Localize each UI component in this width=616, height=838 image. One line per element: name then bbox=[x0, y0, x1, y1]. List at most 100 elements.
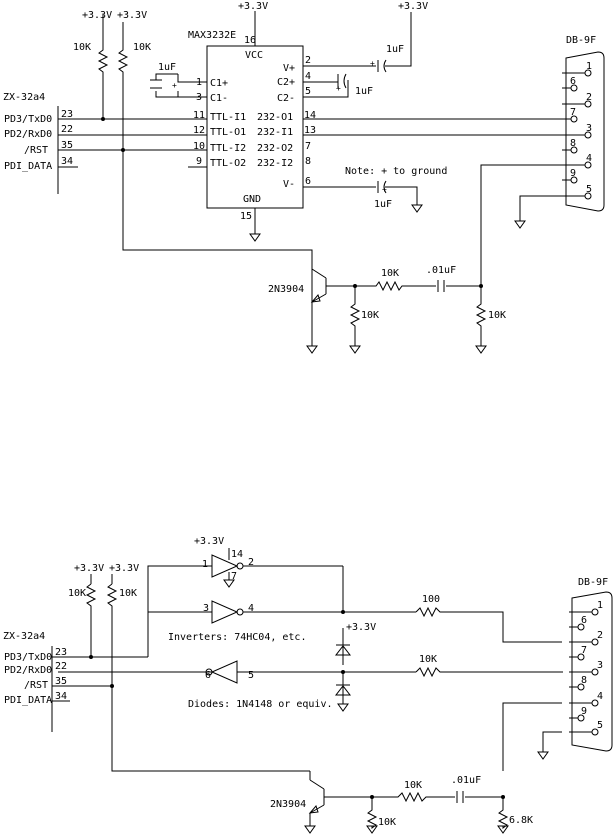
capacitor-c2: 1uF + bbox=[303, 73, 373, 98]
pin-name: C1+ bbox=[210, 78, 228, 89]
pin-number: 5 bbox=[305, 86, 311, 97]
db9-pin-number: 9 bbox=[570, 168, 576, 179]
note-text: Note: + to ground bbox=[345, 166, 447, 177]
ground-symbol bbox=[249, 233, 261, 242]
pin-name: GND bbox=[243, 194, 261, 205]
diode-symbol bbox=[334, 685, 352, 696]
resistor-label: 10K bbox=[361, 310, 379, 321]
supply-label: +3.3V bbox=[398, 1, 428, 12]
supply-label: +3.3V bbox=[238, 1, 268, 12]
db9-pin-number: 8 bbox=[570, 138, 576, 149]
db9-pin-number: 8 bbox=[581, 675, 587, 686]
max3232e-chip: MAX3232E +3.3V 16 VCC GND 15 1 C1+ 3 C1-… bbox=[188, 1, 316, 242]
capacitor-label: 1uF bbox=[386, 44, 404, 55]
pin-number: 22 bbox=[61, 124, 73, 135]
pin-number: 7 bbox=[231, 571, 237, 582]
resistor-label: 10K bbox=[378, 817, 396, 828]
db9-pin-number: 1 bbox=[586, 61, 592, 72]
signal-name: PD3/TxD0 bbox=[4, 114, 52, 125]
signal-name: PD3/TxD0 bbox=[4, 652, 52, 663]
transistor-circuit-1: 2N3904 10K .01uF 10K 10K bbox=[268, 264, 506, 354]
note-text: Diodes: 1N4148 or equiv. bbox=[188, 699, 333, 710]
resistor-label: 10K bbox=[419, 654, 437, 665]
svg-text:+: + bbox=[172, 81, 177, 90]
pin-name: VCC bbox=[245, 50, 263, 61]
db9-pin-number: 4 bbox=[586, 153, 592, 164]
supply-label: +3.3V bbox=[346, 622, 376, 633]
pin-name: V+ bbox=[283, 63, 295, 74]
pin-name: TTL-I1 bbox=[210, 112, 246, 123]
db9-pin-number: 6 bbox=[570, 76, 576, 87]
db9-pin-number: 9 bbox=[581, 706, 587, 717]
pin-name: 232-O1 bbox=[257, 112, 293, 123]
module-name: ZX-32a4 bbox=[3, 631, 45, 642]
pin-name: TTL-I2 bbox=[210, 143, 246, 154]
chip-name: MAX3232E bbox=[188, 30, 236, 41]
resistor-label: 6.8K bbox=[509, 815, 533, 826]
inverter-symbol bbox=[211, 554, 239, 578]
ground-symbol bbox=[514, 220, 526, 229]
schematic-1: +3.3V 10K +3.3V 10K MAX3232E +3.3V 16 VC… bbox=[3, 1, 605, 354]
pin-number: 35 bbox=[61, 140, 73, 151]
resistor-label: 10K bbox=[68, 588, 86, 599]
inverter-symbol bbox=[211, 600, 239, 624]
resistor-label: 10K bbox=[404, 780, 422, 791]
pin-name: 232-I1 bbox=[257, 127, 293, 138]
pin-number: 16 bbox=[244, 35, 256, 46]
pin-number: 34 bbox=[55, 691, 67, 702]
supply-label: +3.3V bbox=[117, 10, 147, 21]
zx-32a4-header-2: ZX-32a4 PD3/TxD0 23 PD2/RxD0 22 /RST 35 … bbox=[3, 631, 148, 732]
db9-pin-number: 2 bbox=[586, 92, 592, 103]
pin-name: C1- bbox=[210, 93, 228, 104]
transistor-circuit-2: 2N3904 10K .01uF 10K 6.8K bbox=[270, 771, 533, 834]
pin-number: 1 bbox=[202, 559, 208, 570]
capacitor-c1: 1uF + bbox=[150, 62, 207, 98]
signal-name: /RST bbox=[24, 680, 48, 691]
pin-number: 14 bbox=[304, 110, 316, 121]
module-name: ZX-32a4 bbox=[3, 92, 45, 103]
db9-shell bbox=[571, 591, 613, 752]
pin-number: 35 bbox=[55, 676, 67, 687]
capacitor-label: .01uF bbox=[426, 265, 456, 276]
pin-name: TTL-O2 bbox=[210, 158, 246, 169]
pin-number: 8 bbox=[305, 156, 311, 167]
db9-pin-number: 7 bbox=[581, 645, 587, 656]
ground-symbol bbox=[366, 825, 378, 834]
pin-number: 22 bbox=[55, 661, 67, 672]
pin-name: V- bbox=[283, 179, 295, 190]
supply-label: +3.3V bbox=[109, 563, 139, 574]
inverter-symbol bbox=[210, 660, 238, 684]
capacitor-label: 1uF bbox=[374, 199, 392, 210]
pin-number: 2 bbox=[248, 557, 254, 568]
resistor-label: 10K bbox=[381, 268, 399, 279]
pin-name: TTL-O1 bbox=[210, 127, 246, 138]
connector-name: DB-9F bbox=[566, 35, 596, 46]
inverter-3: 6 5 10K Diodes: 1N4148 or equiv. +3.3V bbox=[58, 622, 563, 712]
capacitor-label: 1uF bbox=[158, 62, 176, 73]
zx-32a4-header-1: ZX-32a4 PD3/TxD0 23 PD2/RxD0 22 /RST 35 … bbox=[3, 92, 207, 194]
resistor-label: 10K bbox=[488, 310, 506, 321]
supply-label: +3.3V bbox=[194, 536, 224, 547]
ground-symbol bbox=[306, 345, 318, 354]
pullup-resistor-b: +3.3V 10K bbox=[117, 10, 313, 268]
pin-number: 10 bbox=[193, 141, 205, 152]
pin-number: 6 bbox=[205, 670, 211, 681]
signal-name: /RST bbox=[24, 145, 48, 156]
transistor-label: 2N3904 bbox=[270, 799, 306, 810]
ground-symbol bbox=[475, 345, 487, 354]
pullup-resistor-a: +3.3V 10K bbox=[73, 10, 112, 118]
pullup-resistor-c: +3.3V 10K bbox=[68, 563, 104, 657]
pin-number: 2 bbox=[305, 55, 311, 66]
db9-pin-number: 2 bbox=[597, 630, 603, 641]
db9-shell bbox=[565, 51, 605, 212]
pin-name: 232-I2 bbox=[257, 158, 293, 169]
db9-pin-number: 5 bbox=[586, 184, 592, 195]
rs232-wiring-1 bbox=[303, 118, 562, 302]
ground-symbol bbox=[411, 204, 423, 213]
pin-number: 3 bbox=[203, 603, 209, 614]
resistor-label: 10K bbox=[119, 588, 137, 599]
transistor-label: 2N3904 bbox=[268, 284, 304, 295]
note-text: Inverters: 74HC04, etc. bbox=[168, 632, 306, 643]
